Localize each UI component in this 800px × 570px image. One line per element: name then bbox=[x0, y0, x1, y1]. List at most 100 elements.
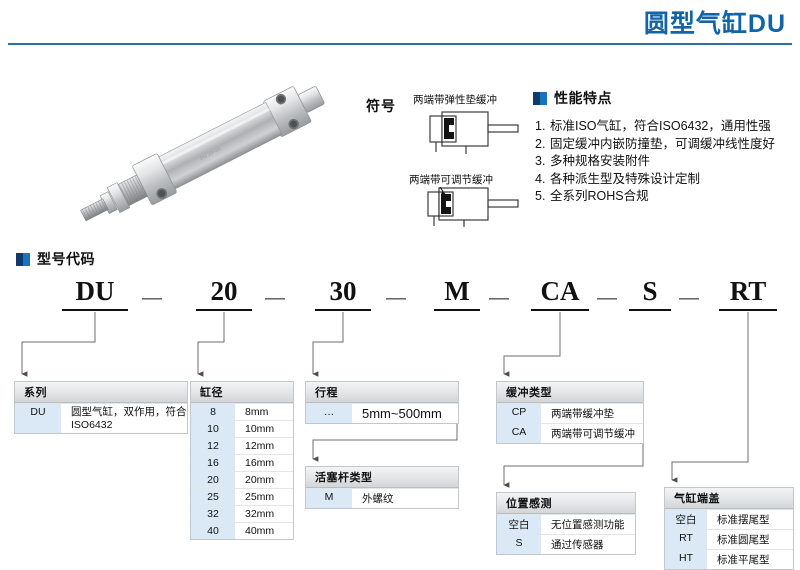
row-code: 40 bbox=[191, 523, 235, 539]
row-desc: 5mm~500mm bbox=[352, 404, 458, 423]
row-desc: 40mm bbox=[235, 523, 293, 539]
symbol-diagram-1 bbox=[420, 108, 520, 161]
symbol-caption-1: 两端带弹性垫缓冲 bbox=[413, 94, 497, 106]
code-separator: — bbox=[679, 287, 699, 309]
table-row: 空白 无位置感测功能 bbox=[497, 514, 635, 534]
table-row: HT 标准平尾型 bbox=[665, 549, 793, 569]
row-code: … bbox=[306, 404, 352, 423]
row-code: 20 bbox=[191, 472, 235, 488]
row-desc: 圆型气缸，双作用，符合ISO6432 bbox=[61, 404, 187, 433]
row-code: 空白 bbox=[665, 510, 707, 529]
row-code: CA bbox=[497, 424, 541, 443]
page-header: 圆型气缸DU bbox=[0, 0, 800, 48]
spec-table-series: 系列 DU 圆型气缸，双作用，符合ISO6432 bbox=[14, 381, 188, 434]
feature-number: 4. bbox=[535, 171, 546, 186]
code-segment-bore: 20 bbox=[196, 276, 252, 311]
code-separator: — bbox=[386, 287, 406, 309]
table-title: 缸径 bbox=[191, 382, 293, 403]
code-separator: — bbox=[142, 287, 162, 309]
table-row: DU 圆型气缸，双作用，符合ISO6432 bbox=[15, 403, 187, 433]
feature-item: 5. 全系列ROHS合规 bbox=[535, 188, 795, 206]
code-separator: — bbox=[489, 287, 509, 309]
row-desc: 标准摆尾型 bbox=[707, 510, 793, 529]
table-row: 40 40mm bbox=[191, 522, 293, 539]
feature-text: 多种规格安装附件 bbox=[550, 154, 651, 168]
section-marker-icon bbox=[533, 91, 547, 105]
model-code-heading-text: 型号代码 bbox=[37, 251, 95, 267]
feature-text: 各种派生型及特殊设计定制 bbox=[550, 171, 701, 186]
feature-number: 1. bbox=[535, 119, 546, 133]
feature-number: 5. bbox=[535, 189, 546, 203]
table-row: S 通过传感器 bbox=[497, 534, 635, 554]
product-photo: DU 20×30 bbox=[48, 80, 368, 225]
code-segment-rod: M bbox=[434, 276, 480, 311]
spec-table-piston-rod: 活塞杆类型 M 外螺纹 bbox=[305, 466, 459, 509]
table-title: 活塞杆类型 bbox=[306, 467, 458, 488]
row-code: 25 bbox=[191, 489, 235, 505]
table-row: RT 标准圆尾型 bbox=[665, 529, 793, 549]
code-separator: — bbox=[265, 287, 285, 309]
table-row: CP 两端带缓冲垫 bbox=[497, 403, 643, 423]
row-code: 12 bbox=[191, 438, 235, 454]
symbol-caption-2: 两端带可调节缓冲 bbox=[409, 174, 493, 186]
row-code: 8 bbox=[191, 404, 235, 420]
row-code: S bbox=[497, 535, 541, 554]
row-code: HT bbox=[665, 550, 707, 569]
table-title: 缓冲类型 bbox=[497, 382, 643, 403]
table-title: 气缸端盖 bbox=[665, 488, 793, 509]
table-row: … 5mm~500mm bbox=[306, 403, 458, 423]
section-marker-icon bbox=[16, 252, 30, 266]
table-row: 20 20mm bbox=[191, 471, 293, 488]
features-heading: 性能特点 bbox=[533, 88, 795, 108]
row-code: CP bbox=[497, 404, 541, 423]
features-heading-text: 性能特点 bbox=[554, 90, 612, 106]
feature-item: 1. 标准ISO气缸，符合ISO6432，通用性强 bbox=[535, 118, 795, 136]
feature-number: 3. bbox=[535, 154, 546, 168]
table-row: 空白 标准摆尾型 bbox=[665, 509, 793, 529]
row-code: M bbox=[306, 489, 352, 508]
feature-item: 4. 各种派生型及特殊设计定制 bbox=[535, 171, 795, 189]
code-segment-series: DU bbox=[62, 276, 128, 311]
row-code: 32 bbox=[191, 506, 235, 522]
header-divider bbox=[8, 43, 792, 45]
row-code: RT bbox=[665, 530, 707, 549]
spec-table-stroke: 行程 … 5mm~500mm bbox=[305, 381, 459, 424]
feature-text: 标准ISO气缸，符合ISO6432，通用性强 bbox=[550, 119, 771, 133]
feature-item: 2. 固定缓冲内嵌防撞垫，可调缓冲线性度好 bbox=[535, 136, 795, 154]
table-row: CA 两端带可调节缓冲 bbox=[497, 423, 643, 443]
table-row: 10 10mm bbox=[191, 420, 293, 437]
row-desc: 通过传感器 bbox=[541, 535, 635, 554]
row-desc: 12mm bbox=[235, 438, 293, 454]
code-segment-endcap: RT bbox=[719, 276, 777, 311]
table-title: 位置感测 bbox=[497, 493, 635, 514]
row-desc: 无位置感测功能 bbox=[541, 515, 635, 534]
table-row: 25 25mm bbox=[191, 488, 293, 505]
row-desc: 标准平尾型 bbox=[707, 550, 793, 569]
features-section: 性能特点 1. 标准ISO气缸，符合ISO6432，通用性强 2. 固定缓冲内嵌防撞… bbox=[533, 88, 795, 206]
table-row: M 外螺纹 bbox=[306, 488, 458, 508]
code-segment-sensor: S bbox=[629, 276, 671, 311]
model-code-row: DU — 20 — 30 — M — CA — S — RT bbox=[0, 276, 800, 311]
spec-table-end-cap: 气缸端盖 空白 标准摆尾型 RT 标准圆尾型 HT 标准平尾型 bbox=[664, 487, 794, 570]
row-desc: 20mm bbox=[235, 472, 293, 488]
row-desc: 两端带可调节缓冲 bbox=[541, 424, 643, 443]
feature-number: 2. bbox=[535, 136, 546, 151]
feature-text: 全系列ROHS合规 bbox=[550, 189, 649, 203]
row-desc: 32mm bbox=[235, 506, 293, 522]
row-desc: 外螺纹 bbox=[352, 489, 458, 508]
code-segment-cushion: CA bbox=[531, 276, 589, 311]
row-desc: 两端带缓冲垫 bbox=[541, 404, 643, 423]
model-code-heading: 型号代码 bbox=[16, 249, 95, 269]
row-desc: 25mm bbox=[235, 489, 293, 505]
symbol-label: 符号 bbox=[366, 98, 396, 114]
row-desc: 标准圆尾型 bbox=[707, 530, 793, 549]
spec-table-bore: 缸径 8 8mm 10 10mm 12 12mm 16 16mm 20 20mm… bbox=[190, 381, 294, 540]
features-list: 1. 标准ISO气缸，符合ISO6432，通用性强 2. 固定缓冲内嵌防撞垫，可调缓… bbox=[535, 118, 795, 206]
page-title: 圆型气缸DU bbox=[643, 10, 786, 38]
table-title: 行程 bbox=[306, 382, 458, 403]
row-desc: 8mm bbox=[235, 404, 293, 420]
table-title: 系列 bbox=[15, 382, 187, 403]
row-code: DU bbox=[15, 404, 61, 433]
code-segment-stroke: 30 bbox=[315, 276, 371, 311]
feature-text: 固定缓冲内嵌防撞垫，可调缓冲线性度好 bbox=[550, 136, 776, 151]
